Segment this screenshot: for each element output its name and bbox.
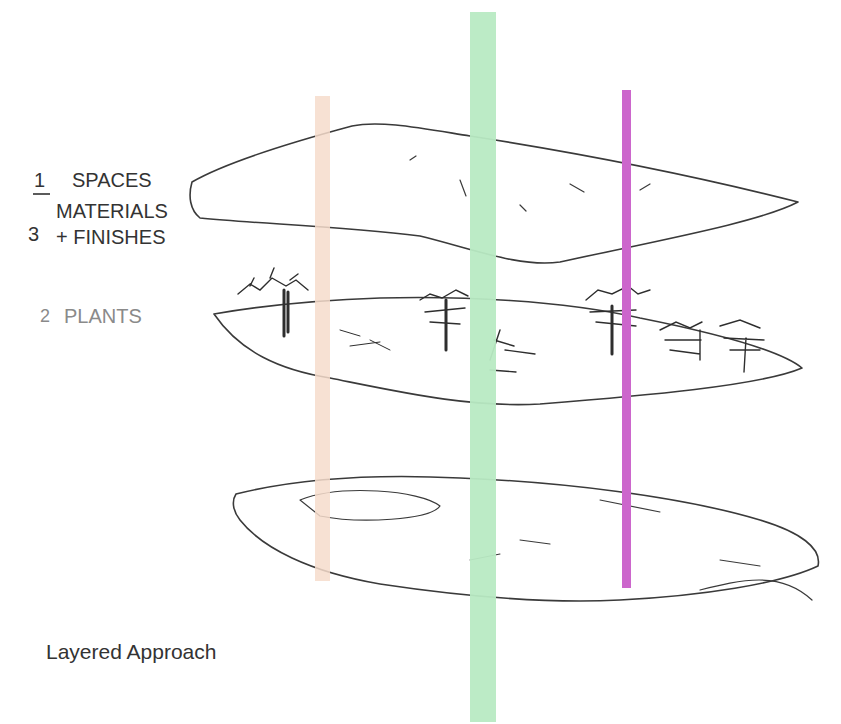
- shrub: [490, 330, 535, 372]
- tree: [238, 268, 308, 294]
- tree: [420, 290, 468, 324]
- pencil-layers: [190, 124, 818, 601]
- layer-name: PLANTS: [64, 304, 142, 328]
- green-bar: [470, 12, 496, 722]
- shrub: [660, 322, 702, 360]
- plants-layer: [214, 298, 802, 405]
- tree-trunk: [284, 290, 288, 336]
- grass: [340, 330, 390, 350]
- layer-number: 2: [40, 306, 50, 328]
- tree-trunk: [611, 306, 614, 354]
- shrub: [720, 320, 764, 372]
- finish-marks: [300, 491, 812, 600]
- caption: Layered Approach: [46, 640, 216, 664]
- layer-number: 1: [34, 168, 45, 192]
- magenta-bar: [622, 90, 631, 588]
- tree: [586, 286, 650, 326]
- spaces-marks: [410, 156, 650, 211]
- peach-bar: [315, 96, 330, 581]
- number-underline: [33, 193, 50, 195]
- tree-trunk: [445, 300, 448, 350]
- layer-name: MATERIALS + FINISHES: [56, 198, 168, 250]
- layer-name: SPACES: [72, 168, 152, 192]
- layer-number: 3: [28, 222, 39, 246]
